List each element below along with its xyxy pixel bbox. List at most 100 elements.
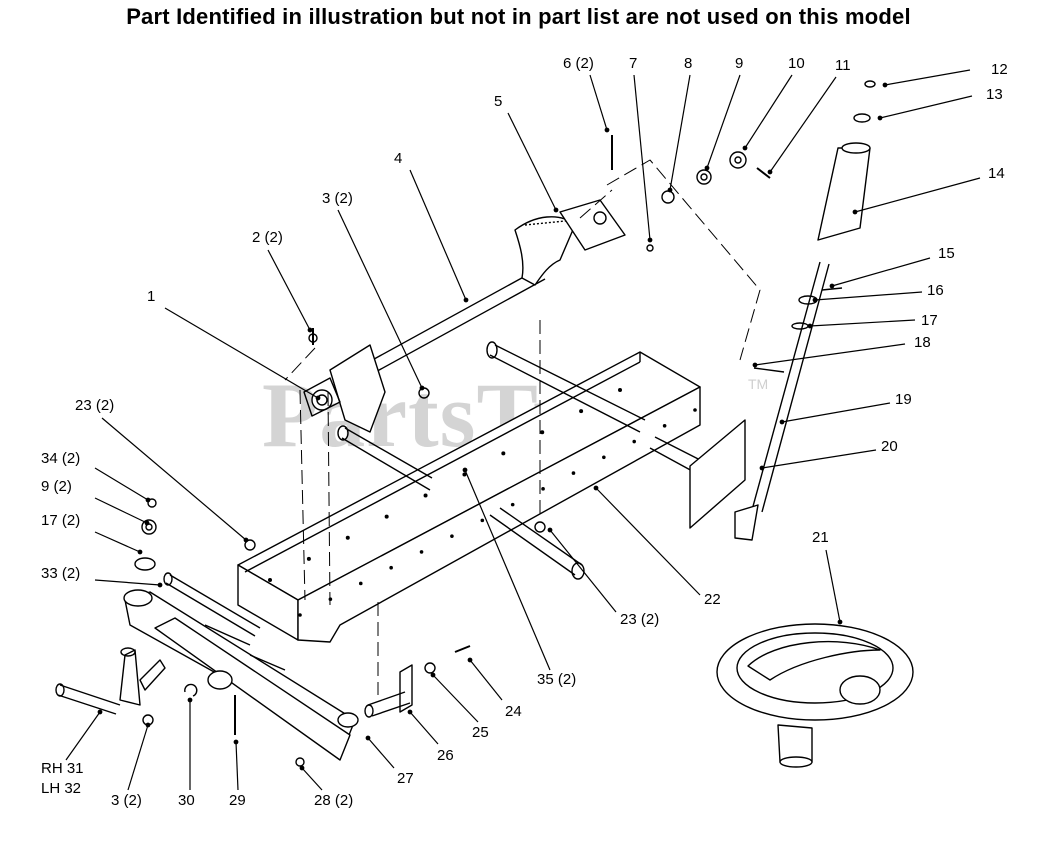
- leader-line-12: [884, 69, 971, 86]
- callout-28: 28 (2): [314, 792, 354, 809]
- frame-hole: [345, 535, 350, 540]
- leader-tip-6: [604, 127, 610, 133]
- callout-24: 24: [505, 703, 522, 720]
- leader-tip-29: [233, 739, 239, 745]
- leader-line-9b: [94, 497, 148, 524]
- callout-6: 6 (2): [563, 55, 594, 72]
- leader-line-9a: [706, 74, 741, 169]
- callout-8: 8: [684, 55, 693, 72]
- diagram-header: Part Identified in illustration but not …: [126, 4, 911, 29]
- leader-tip-27: [365, 735, 371, 741]
- frame-hole: [632, 439, 637, 444]
- leader-line-4: [409, 169, 467, 301]
- leader-line-15: [831, 257, 931, 287]
- callout-1: 1: [147, 288, 156, 305]
- callout-33: 33 (2): [41, 565, 81, 582]
- callout-14: 14: [988, 165, 1005, 182]
- callout-3: 3 (2): [322, 190, 353, 207]
- small-hardware: [134, 328, 546, 767]
- leader-line-23b: [549, 529, 617, 613]
- leader-line-8: [669, 74, 691, 191]
- callout-19: 19: [895, 391, 912, 408]
- callout-15: 15: [938, 245, 955, 262]
- leader-line-6: [589, 74, 608, 131]
- leader-tip-11: [767, 169, 773, 175]
- leader-tip-22: [593, 485, 599, 491]
- leader-tip-14: [852, 209, 858, 215]
- leader-line-2: [267, 249, 311, 331]
- leader-tip-10: [742, 145, 748, 151]
- leader-line-3b: [127, 724, 149, 791]
- leader-tip-4: [463, 297, 469, 303]
- frame-hole: [423, 493, 428, 498]
- callout-9: 9: [735, 55, 744, 72]
- leader-tip-26: [407, 709, 413, 715]
- callout-13: 13: [986, 86, 1003, 103]
- frame-hole: [389, 565, 393, 570]
- frame-hole: [419, 550, 424, 554]
- callout-2: 2 (2): [252, 229, 283, 246]
- leader-tip-19: [779, 419, 785, 425]
- callout-3-lower: 3 (2): [111, 792, 142, 809]
- callout-18: 18: [914, 334, 931, 351]
- frame-hole: [384, 514, 389, 519]
- leader-tip-23a: [243, 537, 249, 543]
- leader-line-21: [825, 549, 841, 623]
- frame-hole: [501, 451, 506, 456]
- callout-21: 21: [812, 529, 829, 546]
- frame-hole: [480, 518, 485, 523]
- leader-line-3a: [337, 209, 423, 389]
- leader-line-17a: [809, 319, 916, 327]
- sector-gear: [514, 199, 626, 286]
- callout-4: 4: [394, 150, 403, 167]
- leader-tip-31: [97, 709, 103, 715]
- axle-bracket: [364, 664, 413, 718]
- callout-7: 7: [629, 55, 638, 72]
- leader-tip-9b: [144, 520, 150, 526]
- leader-tip-17b: [137, 549, 143, 555]
- leader-tip-15: [829, 283, 835, 289]
- leader-line-13: [879, 95, 973, 119]
- leader-line-28: [301, 767, 323, 791]
- leader-line-5: [507, 112, 557, 211]
- frame-hole: [541, 487, 545, 491]
- leader-line-20: [761, 449, 877, 469]
- callout-12: 12: [991, 61, 1008, 78]
- leader-line-31: [65, 711, 101, 761]
- cross-tubes: [337, 341, 713, 580]
- leader-line-33: [94, 579, 161, 586]
- leader-tip-2: [307, 327, 313, 333]
- leader-line-34: [94, 467, 149, 501]
- leader-line-24: [469, 659, 503, 701]
- leader-line-25: [432, 674, 479, 723]
- front-axle: [123, 589, 359, 761]
- leader-tip-35: [462, 467, 468, 473]
- callout-5: 5: [494, 93, 503, 110]
- leader-tip-20: [759, 465, 765, 471]
- frame-hole: [306, 556, 311, 561]
- leader-line-26: [409, 711, 439, 745]
- callout-31: RH 31: [41, 760, 84, 777]
- leader-line-17b: [94, 531, 141, 553]
- leader-tip-7: [647, 237, 653, 243]
- leader-line-11: [769, 76, 837, 173]
- leader-tip-34: [145, 497, 151, 503]
- callout-20: 20: [881, 438, 898, 455]
- leader-line-22: [595, 487, 701, 596]
- leader-tip-13: [877, 115, 883, 121]
- callout-25: 25: [472, 724, 489, 741]
- callout-26: 26: [437, 747, 454, 764]
- callout-30: 30: [178, 792, 195, 809]
- leader-line-18: [754, 343, 906, 366]
- leader-tip-12: [882, 82, 888, 88]
- callout-35: 35 (2): [537, 671, 577, 688]
- leader-line-14: [854, 177, 981, 213]
- leader-tip-17a: [807, 323, 813, 329]
- callout-16: 16: [927, 282, 944, 299]
- leader-tip-28: [299, 765, 305, 771]
- leader-line-10: [744, 74, 793, 149]
- callout-11: 11: [835, 57, 851, 74]
- leader-line-23a: [101, 417, 247, 541]
- trademark-mark: TM: [748, 376, 769, 392]
- alignment-lines: [284, 159, 761, 695]
